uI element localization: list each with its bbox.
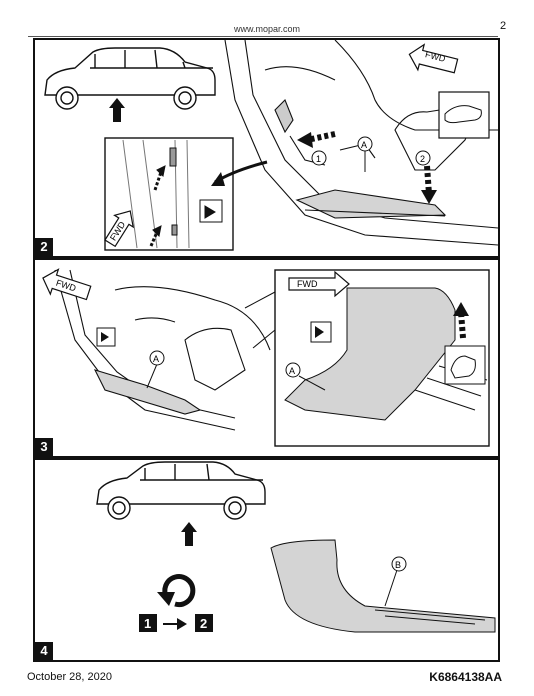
step-3-illustration: FWD A FWD A xyxy=(42,268,490,447)
step-2-panel: FWD FWD xyxy=(33,38,500,258)
header-rule xyxy=(28,36,498,37)
footer-date: October 28, 2020 xyxy=(27,671,113,683)
vehicle-side-view-step4 xyxy=(96,461,266,520)
step-number-4: 4 xyxy=(35,642,53,660)
sill-icon-box-left xyxy=(96,327,116,347)
callout-a-step2-text: A xyxy=(361,140,367,150)
step-3-panel: FWD A FWD A xyxy=(33,258,500,458)
callout-2: 2 xyxy=(415,150,431,166)
step-4-panel: 1 2 B 4 xyxy=(33,458,500,662)
callout-a-step3-right: A xyxy=(285,362,326,391)
callout-b-text: B xyxy=(395,560,401,570)
header-url: www.mopar.com xyxy=(233,24,301,34)
fwd-arrow-top xyxy=(408,43,459,74)
up-arrow-icon-step4 xyxy=(181,522,197,546)
fwd-arrow-step3: FWD xyxy=(42,268,92,301)
up-arrow-icon xyxy=(109,98,125,122)
step-4-illustration: 1 2 B xyxy=(96,461,496,633)
hand-icon-box xyxy=(438,91,490,139)
vehicle-side-view xyxy=(44,47,216,110)
hand-icon-box-step3 xyxy=(444,345,486,385)
step-number-2: 2 xyxy=(35,238,53,256)
callout-2-text: 2 xyxy=(420,154,425,164)
callout-1-text: 1 xyxy=(316,154,321,164)
callout-a-step3-right-text: A xyxy=(289,366,295,376)
footer-part-number: K6864138AA xyxy=(429,670,502,684)
interior-sill-scene xyxy=(54,269,271,431)
fwd-arrow-inset-step3: FWD xyxy=(288,270,350,298)
step-2-illustration: FWD FWD xyxy=(44,40,498,251)
door-sill-scene xyxy=(224,40,498,246)
page-number: 2 xyxy=(500,20,507,32)
lift-arrow xyxy=(458,311,466,339)
callout-a-step2: A xyxy=(357,136,373,172)
sequence-from-text: 1 xyxy=(144,616,151,631)
rotate-icon xyxy=(157,574,196,608)
sill-plate-part xyxy=(270,539,496,633)
callout-a-step3-left: A xyxy=(146,350,165,389)
step-number-3: 3 xyxy=(35,438,53,456)
sequence-indicator: 1 2 xyxy=(139,614,213,632)
fwd-label-top: FWD xyxy=(424,49,447,64)
callout-b: B xyxy=(384,556,407,607)
callout-1: 1 xyxy=(311,150,327,166)
inset-detail xyxy=(104,137,234,251)
sequence-to-text: 2 xyxy=(200,616,207,631)
sill-icon-box-right xyxy=(310,321,332,343)
fwd-arrow-inset-step3-label: FWD xyxy=(297,279,318,289)
callout-a-step3-left-text: A xyxy=(153,354,159,364)
push-arrow-2 xyxy=(424,165,432,195)
sill-panel-detail xyxy=(284,287,456,421)
